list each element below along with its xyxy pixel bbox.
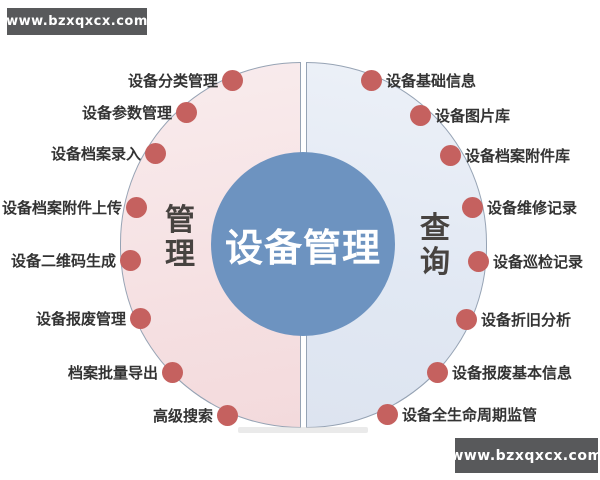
bullet-dot-icon <box>468 250 489 272</box>
bullet-dot-icon <box>130 307 151 329</box>
bullet-dot-icon <box>462 196 483 218</box>
feature-item-depreciation-analysis: 设备折旧分析 <box>456 308 571 330</box>
bullet-dot-icon <box>176 101 197 123</box>
feature-item-scrap-mgmt: 设备报废管理 <box>36 307 151 329</box>
circle-shadow <box>238 427 368 433</box>
feature-item-basic-info: 设备基础信息 <box>361 69 476 91</box>
feature-label: 档案批量导出 <box>67 363 158 382</box>
watermark-url: www.bzxqxcx.com <box>450 447 600 464</box>
bullet-dot-icon <box>440 144 461 166</box>
feature-label: 设备档案附件库 <box>465 146 571 165</box>
bullet-dot-icon <box>162 361 183 383</box>
feature-item-batch-export: 档案批量导出 <box>68 361 183 383</box>
diagram-title: 设备管理 <box>224 225 381 270</box>
bullet-dot-icon <box>126 196 147 218</box>
feature-label: 设备二维码生成 <box>10 251 116 270</box>
feature-item-inspection-records: 设备巡检记录 <box>468 250 583 272</box>
feature-item-qrcode-generation: 设备二维码生成 <box>11 249 141 271</box>
feature-label: 设备折旧分析 <box>481 310 572 329</box>
feature-label: 设备档案附件上传 <box>1 198 122 217</box>
feature-label: 高级搜索 <box>152 406 213 425</box>
feature-label: 设备参数管理 <box>81 103 172 122</box>
bullet-dot-icon <box>120 249 141 271</box>
watermark-banner-top: www.bzxqxcx.com <box>6 8 148 35</box>
feature-item-archive-attachment-upload: 设备档案附件上传 <box>2 196 147 218</box>
feature-item-device-param-mgmt: 设备参数管理 <box>82 101 197 123</box>
center-circle: 设备管理 <box>211 152 395 336</box>
feature-label: 设备报废基本信息 <box>452 363 573 382</box>
bullet-dot-icon <box>361 69 382 91</box>
feature-item-repair-records: 设备维修记录 <box>462 196 577 218</box>
bullet-dot-icon <box>427 361 448 383</box>
feature-item-archive-attachment-library: 设备档案附件库 <box>440 144 570 166</box>
feature-label: 设备维修记录 <box>487 198 578 217</box>
section-label-manage: 管理 <box>165 203 195 273</box>
feature-item-scrap-basic-info: 设备报废基本信息 <box>427 361 572 383</box>
feature-label: 设备档案录入 <box>50 144 141 163</box>
feature-label: 设备报废管理 <box>35 309 126 328</box>
feature-item-advanced-search: 高级搜索 <box>153 404 238 426</box>
feature-item-device-category-mgmt: 设备分类管理 <box>128 69 243 91</box>
feature-label: 设备巡检记录 <box>493 252 584 271</box>
feature-label: 设备全生命周期监管 <box>402 405 538 424</box>
bullet-dot-icon <box>217 404 238 426</box>
feature-label: 设备分类管理 <box>127 71 218 90</box>
feature-item-device-archive-entry: 设备档案录入 <box>51 142 166 164</box>
bullet-dot-icon <box>410 104 431 126</box>
feature-label: 设备基础信息 <box>386 71 477 90</box>
watermark-url: www.bzxqxcx.com <box>6 14 148 29</box>
section-label-query: 查询 <box>420 211 450 281</box>
bullet-dot-icon <box>377 403 398 425</box>
feature-item-image-library: 设备图片库 <box>410 104 510 126</box>
bullet-dot-icon <box>145 142 166 164</box>
feature-item-lifecycle-supervision: 设备全生命周期监管 <box>377 403 537 425</box>
bullet-dot-icon <box>456 308 477 330</box>
bullet-dot-icon <box>222 69 243 91</box>
feature-label: 设备图片库 <box>435 106 511 125</box>
watermark-banner-bottom: www.bzxqxcx.com <box>450 438 600 473</box>
